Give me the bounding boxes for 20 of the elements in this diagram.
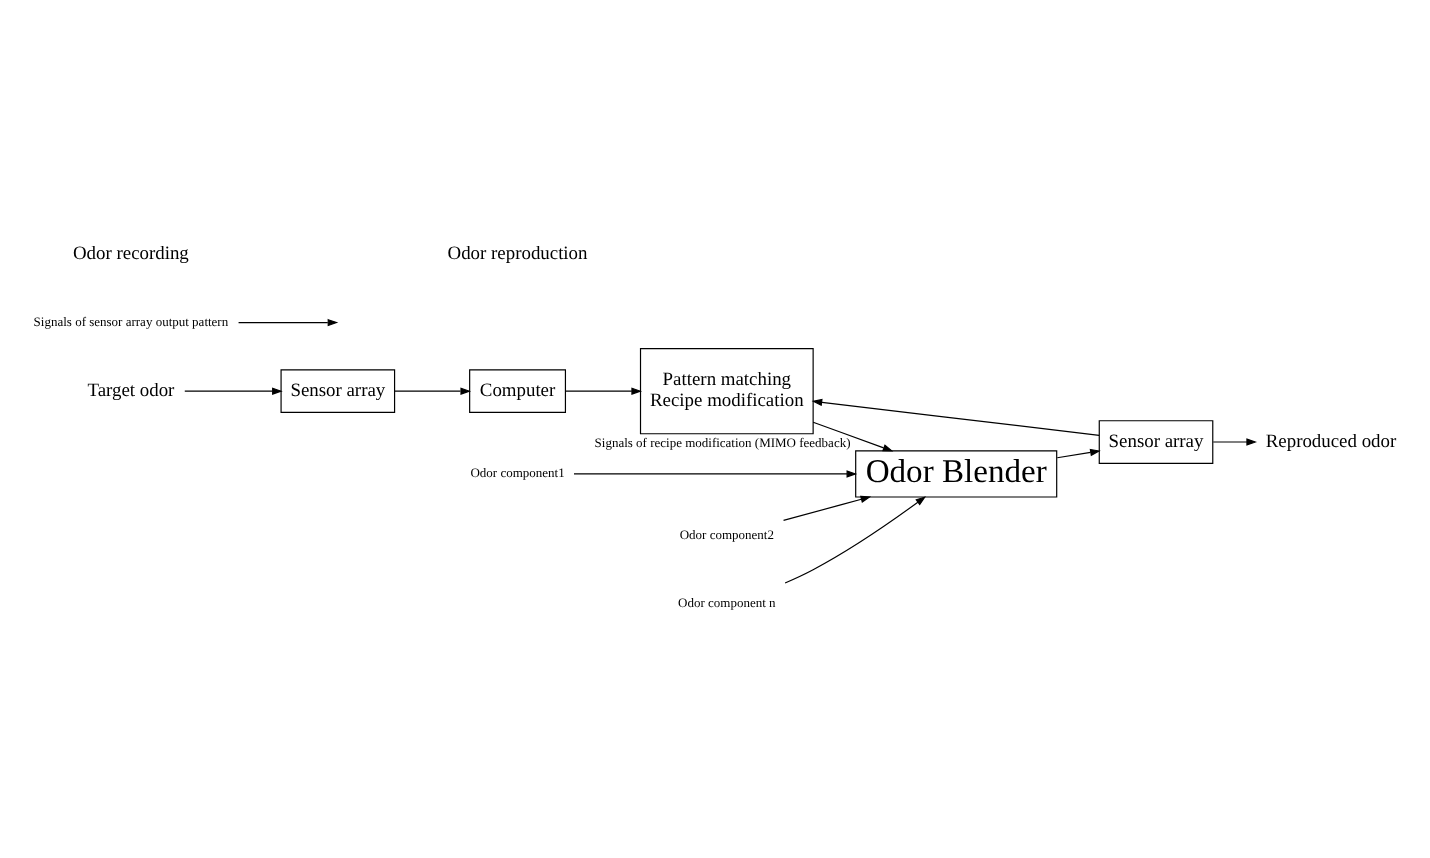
arrow bbox=[812, 421, 894, 452]
node-box: Computer bbox=[469, 369, 566, 414]
arrow bbox=[573, 470, 858, 478]
node-box: Sensor array bbox=[280, 369, 396, 414]
node-text: Target odor bbox=[87, 381, 175, 402]
arrow bbox=[184, 387, 283, 395]
label: Odor recording bbox=[73, 244, 189, 265]
node-text: Reproduced odor bbox=[1265, 432, 1397, 453]
label: Odor reproduction bbox=[447, 244, 588, 265]
node-box: Pattern matching Recipe modification bbox=[639, 348, 814, 435]
arrow bbox=[782, 495, 872, 521]
arrow bbox=[784, 496, 927, 584]
arrow bbox=[565, 387, 643, 395]
node-box: Odor Blender bbox=[855, 450, 1058, 498]
arrow bbox=[1212, 438, 1257, 446]
arrow bbox=[238, 318, 339, 327]
node-box: Sensor array bbox=[1098, 420, 1214, 464]
arrow bbox=[1056, 448, 1101, 459]
arrow bbox=[394, 387, 472, 395]
arrow bbox=[811, 398, 1100, 436]
